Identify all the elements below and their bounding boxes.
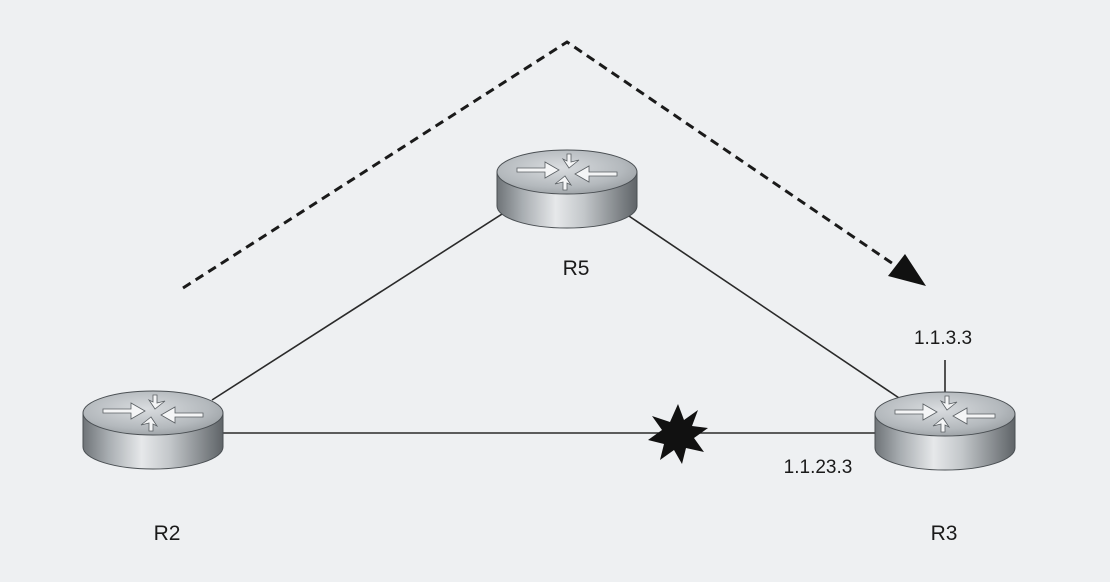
router-icon (82, 390, 224, 470)
ip-label-r3-link: 1.1.23.3 (784, 457, 853, 478)
router-label-r5: R5 (563, 257, 590, 280)
ip-label-r3-loopback: 1.1.3.3 (914, 328, 972, 349)
link-r2-r5 (211, 206, 514, 401)
router-icon (496, 149, 638, 229)
arrowhead-icon (888, 254, 926, 286)
router-icon (874, 391, 1016, 471)
traffic-path (182, 40, 906, 290)
router-r5[interactable] (496, 149, 638, 229)
router-label-r3: R3 (931, 522, 958, 545)
router-r2[interactable] (82, 390, 224, 470)
router-label-r2: R2 (154, 522, 181, 545)
link-r5-r3 (619, 209, 906, 403)
link-failure-burst-icon (648, 404, 708, 464)
router-r3[interactable] (874, 391, 1016, 471)
